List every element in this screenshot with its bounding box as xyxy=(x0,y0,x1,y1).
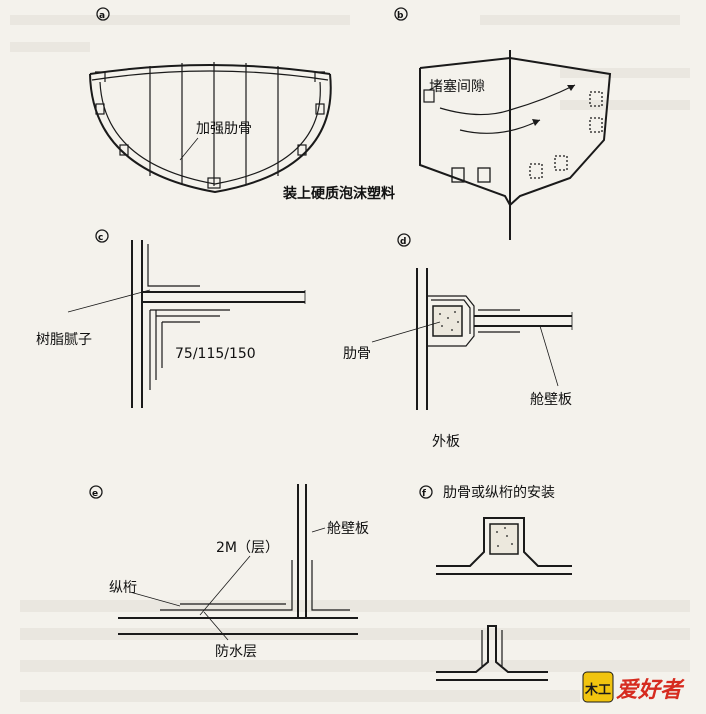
panel-d-rib-joint: d 肋骨 舱壁板 外板 xyxy=(343,233,573,450)
panel-c-marker: c xyxy=(95,229,109,243)
panel-e-marker: e xyxy=(89,485,103,499)
panel-f-label-title: 肋骨或纵桁的安装 xyxy=(443,485,555,501)
panel-a-label-rib: 加强肋骨 xyxy=(196,121,252,137)
panel-e-marker-text: e xyxy=(92,489,98,499)
panel-c-bulkhead-joint: c 树脂腻子 75/115/150 xyxy=(36,229,306,408)
panel-c-label-dims: 75/115/150 xyxy=(175,346,256,362)
panel-c-label-putty: 树脂腻子 xyxy=(36,332,92,348)
panel-f-marker-text: f xyxy=(422,489,426,499)
panel-a-marker: a xyxy=(96,7,110,21)
watermark-text: 爱好者 xyxy=(616,678,685,703)
panel-e-label-layers: 2M（层） xyxy=(216,540,279,556)
panel-e-label-waterproof: 防水层 xyxy=(215,644,257,660)
watermark-badge: 木工 xyxy=(584,682,611,698)
panel-d-label-shell: 外板 xyxy=(432,434,460,450)
panel-b-label-foam: 装上硬质泡沫塑料 xyxy=(282,185,395,202)
panel-d-marker: d xyxy=(397,233,411,247)
panel-f-marker: f xyxy=(419,485,433,499)
panel-d-label-rib: 肋骨 xyxy=(343,346,371,362)
panel-d-label-bulkhead: 舱壁板 xyxy=(530,392,572,408)
panel-f-rib-install: f 肋骨或纵桁的安装 xyxy=(419,485,572,681)
panel-b-marker-text: b xyxy=(397,11,404,21)
panel-e-label-girder: 纵桁 xyxy=(109,580,137,596)
panel-d-marker-text: d xyxy=(400,237,406,247)
panel-b-label-gap: 堵塞间隙 xyxy=(429,78,485,95)
bleed-through-background xyxy=(10,15,690,702)
panel-a-marker-text: a xyxy=(99,11,105,21)
panel-b-marker: b xyxy=(394,7,408,21)
watermark-logo: 木工 爱好者 xyxy=(582,671,685,703)
panel-c-marker-text: c xyxy=(98,233,103,243)
panel-e-girder-bulkhead: e 舱壁板 2M（层） 纵桁 防水层 xyxy=(89,484,369,660)
panel-a-hull-section: a 加强肋骨 xyxy=(89,7,332,194)
panel-b-foam-fill: b 堵塞间隙 装上硬质泡沫塑料 xyxy=(282,7,612,240)
panel-e-label-bulkhead: 舱壁板 xyxy=(327,521,369,537)
